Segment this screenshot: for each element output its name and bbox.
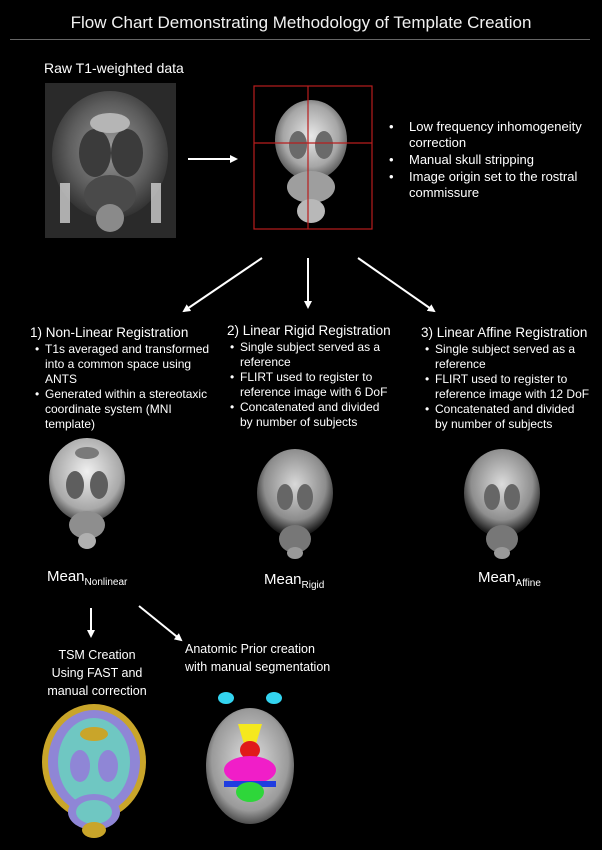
anatomic-prior-drawing (206, 692, 294, 824)
mean-rigid-image (255, 445, 335, 560)
skull-stripped-drawing (253, 85, 373, 230)
mean-base: Mean (478, 569, 516, 586)
title-divider (10, 39, 590, 40)
mean-base: Mean (264, 571, 302, 588)
method-bullets-rigid: Single subject served as a reference FLI… (230, 340, 390, 430)
mean-label-rigid: MeanRigid (264, 571, 324, 591)
mean-subscript: Nonlinear (84, 577, 128, 588)
mean-base: Mean (47, 568, 85, 585)
skull-stripped-image (253, 85, 373, 230)
method-bullets-nonlinear: T1s averaged and transformed into a comm… (35, 342, 213, 432)
prior-label: Anatomic Prior creation with manual segm… (185, 640, 330, 676)
prior-label-line: Anatomic Prior creation (185, 642, 315, 656)
mean-label-affine: MeanAffine (478, 569, 541, 589)
method-heading-nonlinear: 1) Non-Linear Registration (30, 325, 189, 340)
arrow-to-affine (357, 257, 436, 313)
raw-t1-image (45, 83, 176, 238)
method-bullet: FLIRT used to register to reference imag… (425, 372, 590, 402)
method-bullets-affine: Single subject served as a reference FLI… (425, 342, 590, 432)
preprocessing-list: Low frequency inhomogeneity correction M… (387, 119, 592, 202)
mean-label-nonlinear: MeanNonlinear (47, 568, 127, 588)
tsm-label-line: TSM Creation (58, 648, 136, 662)
preprocessing-step: Manual skull stripping (387, 152, 592, 168)
method-bullet: Single subject served as a reference (230, 340, 390, 370)
tsm-drawing (42, 704, 146, 838)
method-bullet: T1s averaged and transformed into a comm… (35, 342, 213, 387)
method-heading-affine: 3) Linear Affine Registration (421, 325, 588, 340)
tsm-label: TSM Creation Using FAST and manual corre… (37, 646, 157, 700)
preprocessing-step: Low frequency inhomogeneity correction (387, 119, 592, 151)
mean-rigid-drawing (257, 449, 333, 559)
prior-label-line: with manual segmentation (185, 660, 331, 674)
method-bullet: Generated within a stereotaxic coordinat… (35, 387, 213, 432)
arrow-to-prior (138, 605, 183, 642)
preprocessing-step: Image origin set to the rostral commissu… (387, 169, 592, 201)
page-title: Flow Chart Demonstrating Methodology of … (70, 13, 532, 32)
raw-data-label: Raw T1-weighted data (44, 60, 184, 76)
raw-t1-drawing (45, 83, 176, 238)
tsm-label-line: manual correction (47, 684, 147, 698)
method-bullet: Concatenated and divided by number of su… (230, 400, 390, 430)
mean-nonlinear-image (45, 435, 129, 550)
mean-affine-drawing (464, 449, 540, 559)
mean-subscript: Affine (515, 578, 541, 589)
method-bullet: FLIRT used to register to reference imag… (230, 370, 390, 400)
method-bullet: Single subject served as a reference (425, 342, 590, 372)
method-heading-rigid: 2) Linear Rigid Registration (227, 323, 391, 338)
anatomic-prior-image (200, 688, 300, 838)
tsm-image (38, 700, 150, 840)
mean-subscript: Rigid (301, 580, 325, 591)
mean-nonlinear-drawing (49, 438, 125, 549)
tsm-label-line: Using FAST and (51, 666, 143, 680)
method-bullet: Concatenated and divided by number of su… (425, 402, 590, 432)
mean-affine-image (462, 445, 542, 560)
arrow-to-nonlinear (182, 257, 263, 313)
